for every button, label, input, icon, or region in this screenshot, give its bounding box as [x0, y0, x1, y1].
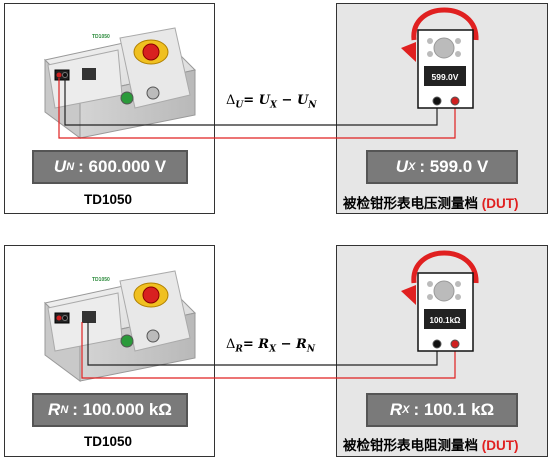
bottom-dut-tag: (DUT): [481, 438, 519, 453]
top-meter-screen-text: 599.0V: [432, 72, 459, 82]
top-device-logo: TD1050: [92, 34, 110, 40]
top-reference-subscript: N: [66, 161, 75, 173]
top-dut-symbol: U: [395, 157, 408, 176]
bottom-device-label: TD1050: [84, 434, 133, 449]
bottom-wires: [81, 322, 456, 379]
gray-button-icon: [146, 329, 160, 343]
top-formula: ΔU= UX − UN: [226, 93, 317, 111]
bottom-reference-symbol: R: [48, 400, 61, 419]
bottom-clamp-meter: 100.1kΩ: [401, 250, 479, 352]
bottom-formula: ΔR= RX − RN: [226, 337, 316, 355]
top-wires: [58, 78, 456, 139]
top-device-label: TD1050: [84, 192, 133, 207]
bottom-dut-value: : 100.1 kΩ: [413, 400, 495, 419]
bottom-meter-screen-text: 100.1kΩ: [430, 316, 461, 325]
bottom-dut-caption: 被检钳形表电阻测量档 (DUT): [343, 438, 519, 453]
top-clamp-meter: 599.0V: [401, 7, 479, 109]
bottom-reference-value: : 100.000 kΩ: [72, 400, 172, 419]
bottom-black-wire: [87, 322, 438, 366]
top-reference-symbol: U: [53, 157, 67, 176]
top-dut-tag: (DUT): [481, 196, 519, 211]
bottom-red-wire: [81, 322, 456, 379]
gray-button-icon: [146, 86, 160, 100]
top-dut-value: : 599.0 V: [419, 157, 489, 176]
top-dut-subscript: X: [407, 161, 416, 173]
green-button-icon: [120, 334, 134, 348]
top-reference-value: : 600.000 V: [78, 157, 167, 176]
green-button-icon: [120, 91, 134, 105]
bottom-dut-symbol: R: [389, 400, 403, 419]
top-red-wire: [58, 78, 456, 139]
top-calibrator-device: TD1050: [43, 27, 197, 139]
top-black-wire: [64, 78, 438, 126]
bottom-reference-subscript: N: [60, 404, 69, 416]
top-dut-caption: 被检钳形表电压测量档 (DUT): [343, 196, 519, 211]
bottom-device-logo: TD1050: [92, 277, 110, 283]
bottom-dut-subscript: X: [402, 404, 410, 416]
